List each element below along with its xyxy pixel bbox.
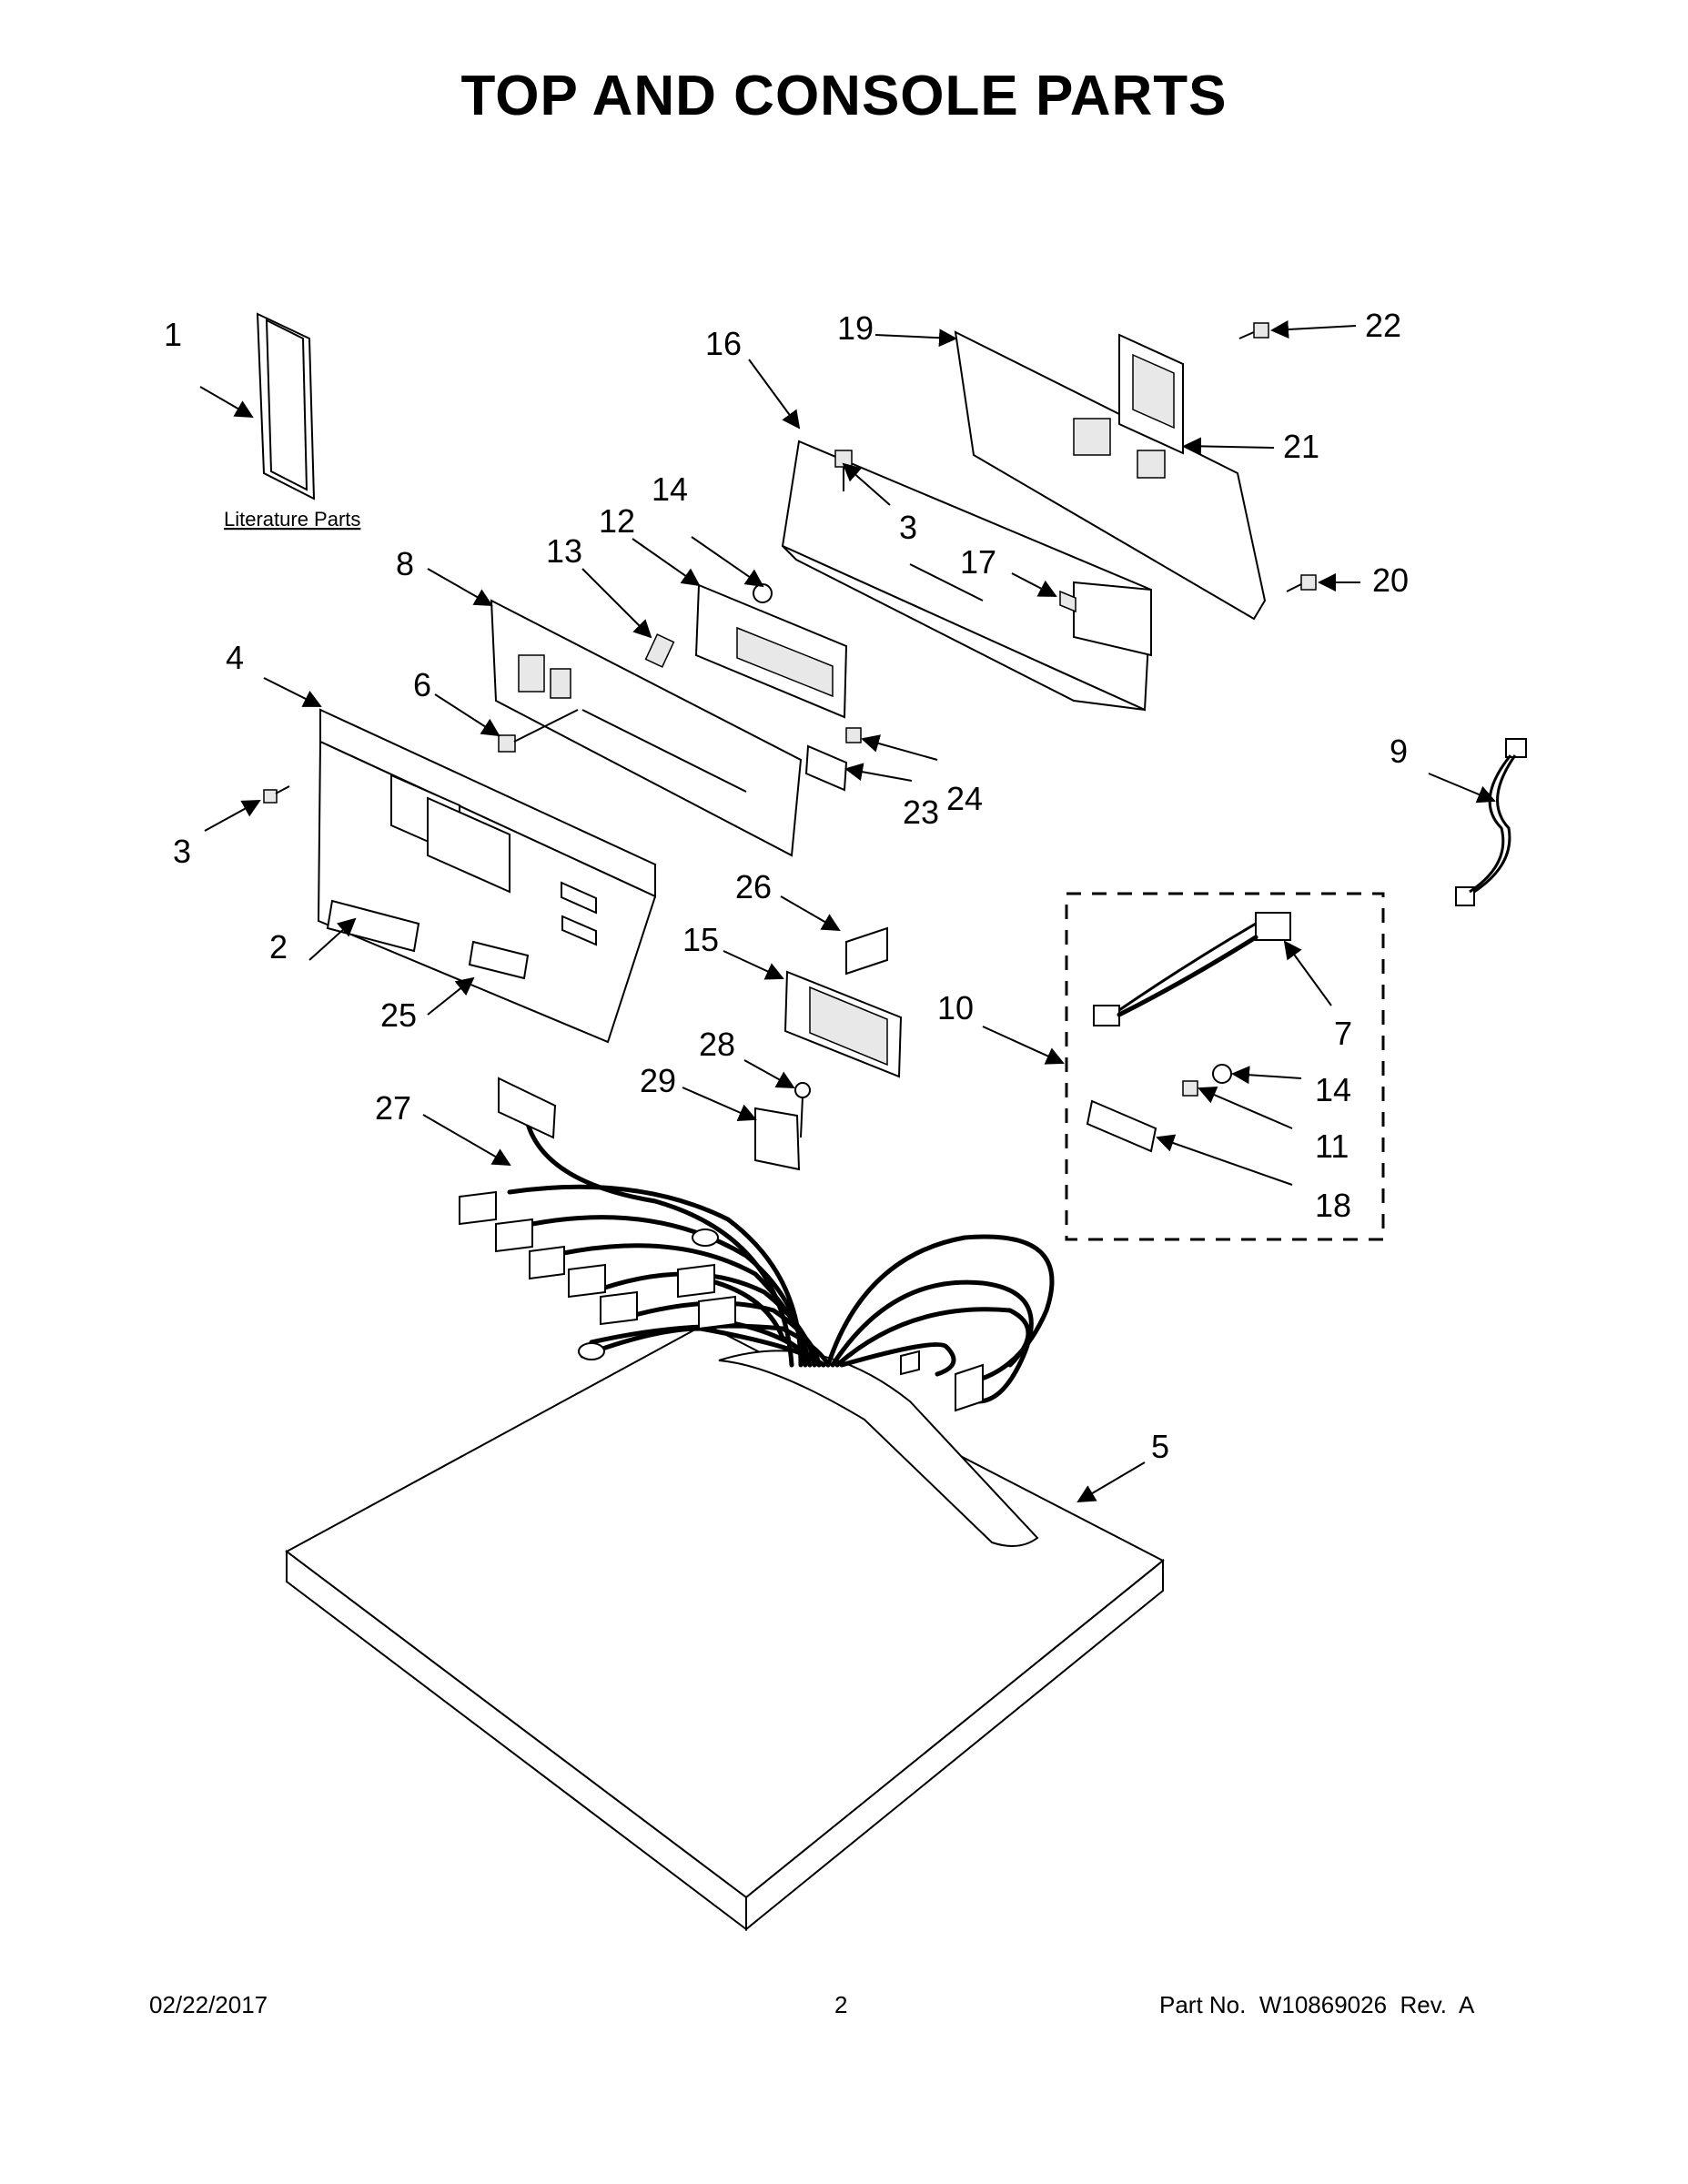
control-board [694,583,848,719]
connector-26 [845,926,888,976]
screw-left [263,785,290,804]
callout-24: 24 [946,780,983,817]
page-title: TOP AND CONSOLE PARTS [460,65,1228,127]
callout-23: 23 [903,794,939,831]
interface-board [1118,333,1184,455]
screw-22 [1238,322,1269,339]
footer-date: 02/22/2017 [149,1991,268,2018]
callout-17: 17 [960,543,996,581]
callout-13: 13 [546,532,582,570]
callout-15: 15 [682,921,719,958]
literature-parts-label: Literature Parts [224,508,360,531]
footer-part-number: Part No. W10869026 Rev. A [1159,1991,1475,2018]
mounting-screw [498,709,579,753]
bracket-23 [804,744,848,792]
callout-11: 11 [1315,1127,1349,1165]
callout-16: 16 [705,325,742,362]
overlay-label [468,940,530,980]
console-rear [781,440,1153,712]
dryer-top-panel [285,1322,1165,1932]
control-module-15 [783,970,903,1078]
callout-2: 2 [269,928,288,966]
callout-9: 9 [1390,733,1408,770]
nut-14-kit [1212,1064,1232,1084]
board-nut [753,583,773,603]
callout-3-left: 3 [173,833,191,870]
console-front [317,708,657,1044]
callout-20: 20 [1372,561,1409,599]
wire-harness [459,1077,1055,1412]
switch-29 [754,1107,801,1171]
callout-18: 18 [1315,1187,1351,1224]
callout-12: 12 [599,502,635,540]
console-bracket [490,599,803,857]
display-overlay [326,899,420,953]
callout-7: 7 [1334,1015,1352,1052]
spacer [644,633,675,668]
callout-28: 28 [699,1026,735,1063]
button-18 [1086,1099,1157,1153]
callout-5: 5 [1151,1428,1169,1465]
callout-14-kit: 14 [1315,1071,1351,1108]
harness-9 [1455,738,1527,906]
screw-24 [845,727,862,743]
literature-parts-booklet [256,312,316,500]
callout-6: 6 [413,666,431,703]
screw-20 [1286,574,1317,592]
callout-10: 10 [937,989,974,1026]
callout-27: 27 [375,1089,411,1127]
callout-21: 21 [1283,428,1319,465]
harness-7 [1093,912,1291,1026]
callout-1: 1 [164,316,182,353]
callout-22: 22 [1365,307,1401,344]
screw-28 [794,1082,811,1138]
callout-14: 14 [652,470,688,508]
callout-8: 8 [396,545,414,582]
callout-29: 29 [640,1062,676,1099]
callout-19: 19 [837,309,874,347]
kit-10-box [1065,892,1385,1241]
callout-25: 25 [380,996,417,1034]
screw-11-kit [1182,1080,1198,1097]
callout-3-rear: 3 [899,509,917,546]
callout-4: 4 [226,639,244,676]
footer-page-number: 2 [834,1991,848,2018]
callout-26: 26 [735,868,772,905]
rear-bracket [954,330,1267,621]
